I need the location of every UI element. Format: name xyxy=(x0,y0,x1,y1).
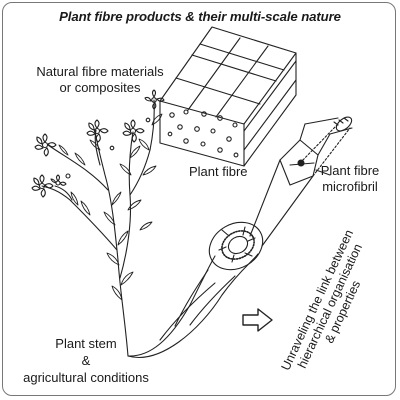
label-materials-line-2: or composites xyxy=(59,80,141,95)
label-stem-line-1: Plant stem xyxy=(55,336,117,351)
label-plant-fibre: Plant fibre xyxy=(189,164,248,179)
stem-section-icon xyxy=(127,221,264,358)
hollow-arrow-icon xyxy=(242,308,273,332)
label-microfibril: Plant fibre microfibril xyxy=(302,163,398,195)
flax-flowers xyxy=(31,89,165,198)
label-materials-line-1: Natural fibre materials xyxy=(36,64,164,79)
diagram-title: Plant fibre products & their multi-scale… xyxy=(59,9,341,24)
flax-leaves xyxy=(58,113,163,301)
microfibril-icon xyxy=(299,116,353,177)
flax-plant-icon xyxy=(31,89,165,357)
label-stem-line-2: & xyxy=(81,353,91,368)
label-stem-line-3: agricultural conditions xyxy=(23,370,149,385)
label-microfibril-line-1: Plant fibre xyxy=(320,163,380,178)
label-stem: Plant stem & agricultural conditions xyxy=(0,335,172,386)
composite-block-icon xyxy=(159,26,297,167)
label-microfibril-line-2: microfibril xyxy=(322,179,378,194)
diagram-frame xyxy=(2,2,396,396)
label-materials: Natural fibre materials or composites xyxy=(30,64,170,96)
fibre-cell-icon xyxy=(249,123,331,247)
